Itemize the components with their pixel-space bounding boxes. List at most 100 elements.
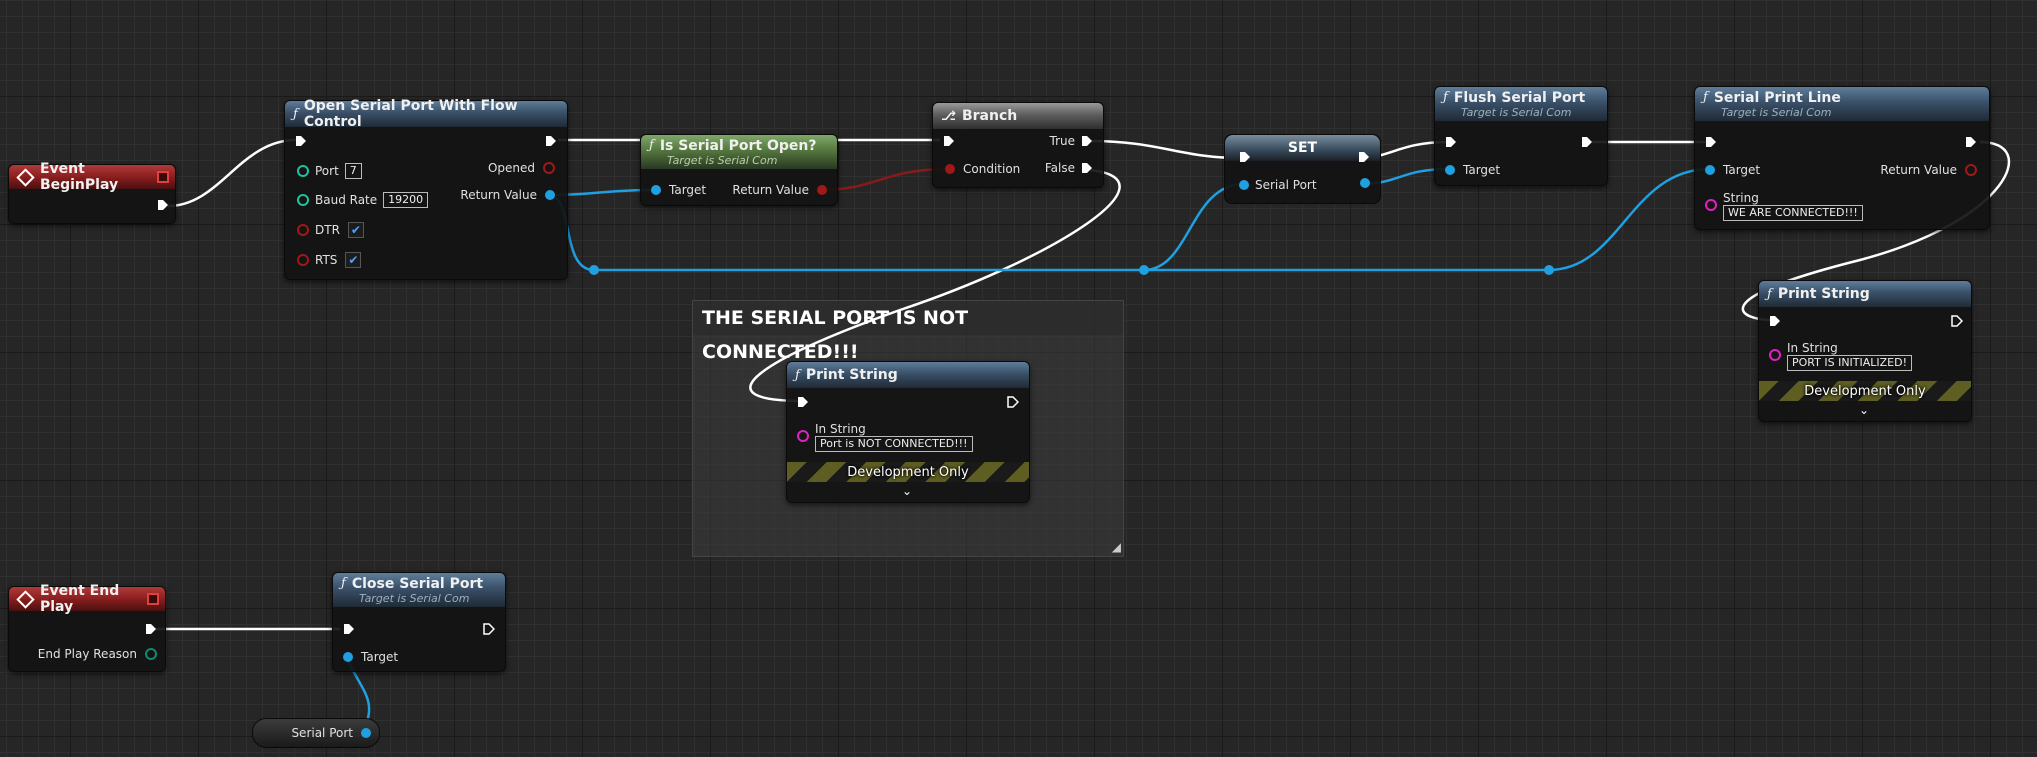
return-value-pin[interactable]: Return Value — [732, 183, 827, 197]
exec-in-pin[interactable] — [797, 396, 809, 408]
exec-in-pin[interactable] — [1239, 151, 1251, 163]
opened-pin[interactable]: Opened — [488, 161, 555, 175]
node-title: Serial Print Line — [1713, 89, 1841, 106]
exec-in-pin[interactable] — [1445, 136, 1457, 148]
exec-wire — [167, 138, 297, 208]
development-only-banner: Development Only — [787, 462, 1029, 482]
string-pin-icon — [1769, 349, 1781, 361]
return-value-pin[interactable]: Return Value — [1880, 163, 1977, 177]
int-pin-icon — [297, 165, 309, 177]
object-pin-icon — [1239, 180, 1249, 190]
exec-out-pin[interactable] — [483, 623, 495, 635]
byte-pin-icon — [145, 648, 157, 660]
object-pin-icon[interactable] — [361, 728, 371, 738]
set-variable-node[interactable]: SET Serial Port — [1224, 134, 1381, 204]
exec-in-pin[interactable] — [1705, 136, 1717, 148]
object-pin-icon — [343, 652, 353, 662]
resize-handle-icon[interactable]: ◢ — [1111, 540, 1121, 554]
int-pin-icon — [297, 194, 309, 206]
exec-wire — [1089, 139, 1241, 160]
string-value-input[interactable]: WE ARE CONNECTED!!! — [1723, 205, 1863, 221]
exec-out-pin[interactable] — [1358, 151, 1370, 163]
object-wire — [547, 193, 1549, 272]
return-value-pin[interactable]: Return Value — [460, 188, 555, 202]
delegate-pin-icon[interactable] — [157, 171, 169, 183]
chevron-down-icon[interactable]: ⌄ — [902, 484, 913, 498]
target-pin[interactable]: Target — [1705, 163, 1760, 177]
bool-pin-icon — [297, 224, 309, 236]
bool-pin-icon — [543, 162, 555, 174]
node-title: Flush Serial Port — [1453, 89, 1586, 106]
exec-out-pin[interactable] — [145, 623, 157, 635]
function-icon: ƒ — [649, 138, 654, 153]
function-icon: ƒ — [293, 106, 298, 122]
function-icon: ƒ — [1703, 90, 1708, 105]
pin-label: End Play Reason — [37, 647, 137, 661]
exec-out-pin[interactable] — [1581, 136, 1593, 148]
object-pin-icon — [651, 185, 661, 195]
rts-pin[interactable]: RTS✔ — [297, 252, 362, 268]
node-title: Close Serial Port — [351, 575, 484, 592]
function-icon: ƒ — [1767, 286, 1772, 302]
object-pin-icon — [1705, 165, 1715, 175]
node-title: Print String — [805, 367, 898, 383]
target-pin[interactable]: Target — [343, 650, 398, 664]
node-title: Is Serial Port Open? — [659, 137, 817, 154]
dtr-pin[interactable]: DTR✔ — [297, 222, 364, 238]
false-pin[interactable]: False — [1045, 161, 1093, 175]
serial-port-out-pin[interactable] — [1360, 178, 1370, 188]
baud-value-input[interactable]: 19200 — [383, 192, 429, 208]
exec-in-pin[interactable] — [943, 135, 955, 147]
variable-label: Serial Port — [291, 726, 353, 740]
in-string-input[interactable]: PORT IS INITIALIZED! — [1787, 355, 1913, 371]
exec-out-pin[interactable] — [1007, 396, 1019, 408]
bool-pin-icon — [297, 254, 309, 266]
exec-out-pin[interactable] — [157, 199, 169, 211]
exec-out-pin[interactable] — [1951, 315, 1963, 327]
exec-out-pin[interactable] — [545, 135, 557, 147]
port-value-input[interactable]: 7 — [344, 163, 362, 179]
true-pin[interactable]: True — [1050, 134, 1094, 148]
bool-pin-icon — [945, 164, 955, 174]
exec-out-pin[interactable] — [1965, 136, 1977, 148]
event-icon — [16, 589, 35, 609]
node-title: Branch — [961, 108, 1018, 124]
dtr-checkbox[interactable]: ✔ — [347, 222, 364, 238]
string-pin-icon — [1705, 199, 1717, 211]
rts-checkbox[interactable]: ✔ — [345, 252, 362, 268]
comment-title[interactable]: THE SERIAL PORT IS NOT CONNECTED!!! — [693, 301, 1123, 363]
branch-node[interactable]: ⎇ Branch Condition True False — [932, 102, 1104, 188]
target-pin[interactable]: Target — [1445, 163, 1500, 177]
serial-port-variable-node[interactable]: Serial Port — [252, 718, 380, 748]
exec-in-pin[interactable] — [343, 623, 355, 635]
bool-pin-icon — [1965, 164, 1977, 176]
target-pin[interactable]: Target — [651, 183, 706, 197]
delegate-pin-icon[interactable] — [147, 593, 159, 605]
end-play-reason-pin[interactable]: End Play Reason — [38, 647, 157, 661]
object-pin-icon — [545, 190, 555, 200]
event-endplay-node[interactable]: Event End Play End Play Reason — [8, 583, 166, 672]
event-beginplay-node[interactable]: Event BeginPlay — [8, 161, 176, 224]
in-string-input[interactable]: Port is NOT CONNECTED!!! — [815, 436, 973, 452]
exec-in-pin[interactable] — [295, 135, 307, 147]
chevron-down-icon[interactable]: ⌄ — [1859, 403, 1870, 417]
condition-pin[interactable]: Condition — [945, 162, 1020, 176]
serial-port-in-pin[interactable]: Serial Port — [1239, 178, 1317, 192]
event-icon — [16, 167, 35, 187]
function-icon: ƒ — [795, 367, 800, 383]
branch-icon: ⎇ — [941, 108, 956, 124]
exec-in-pin[interactable] — [1769, 315, 1781, 327]
